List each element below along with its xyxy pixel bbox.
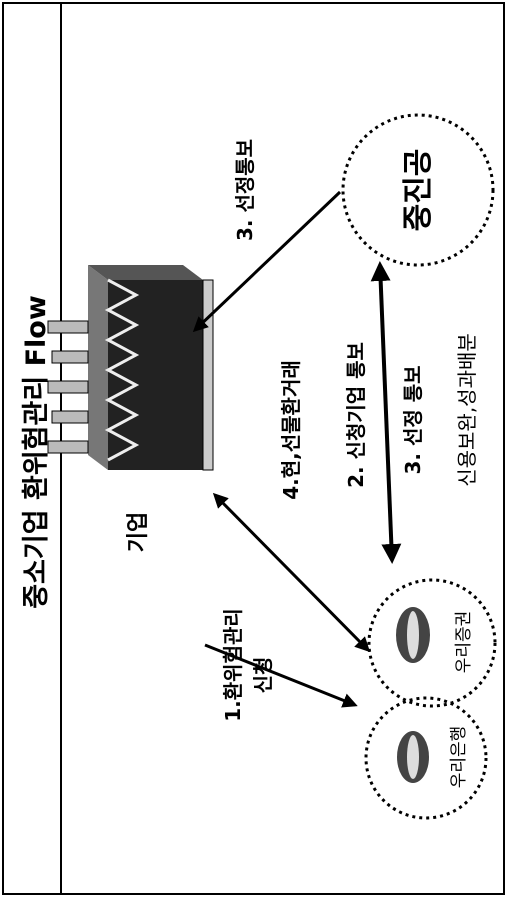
- building-icon: [47, 265, 214, 471]
- step3-top-label: 3. 선정통보: [233, 139, 257, 241]
- arrow-company-to-securities: [204, 643, 358, 708]
- support-label: 신용보완,성과배분: [455, 333, 479, 487]
- step1-label-line2: 신청: [251, 657, 275, 694]
- arrow-kodit-to-company: [192, 190, 342, 333]
- step3-middle-label: 3. 선정 통보: [401, 365, 425, 474]
- company-label: 기업: [126, 512, 151, 552]
- step2-label: 2. 신청기업 통보: [344, 342, 368, 488]
- arrow-company-securities-both: [212, 492, 371, 653]
- diagram-title: 중소기업 환위험관리 Flow: [21, 295, 52, 609]
- woori-bank-label: 우리은행: [449, 726, 469, 789]
- bank-logo-icon: [397, 731, 429, 783]
- woori-securities-label: 우리증권: [454, 611, 474, 674]
- step1-label-line1: 1.환위험관리: [221, 608, 245, 722]
- woori-securities-node: 우리증권: [367, 578, 497, 708]
- kodit-node: 중진공: [341, 113, 495, 267]
- woori-bank-node: 우리은행: [364, 696, 488, 820]
- arrow-kodit-securities-both: [370, 261, 402, 564]
- securities-logo-icon: [396, 607, 430, 663]
- step4-label: 4.현,선물환거래: [279, 360, 303, 500]
- kodit-label: 중진공: [401, 149, 436, 232]
